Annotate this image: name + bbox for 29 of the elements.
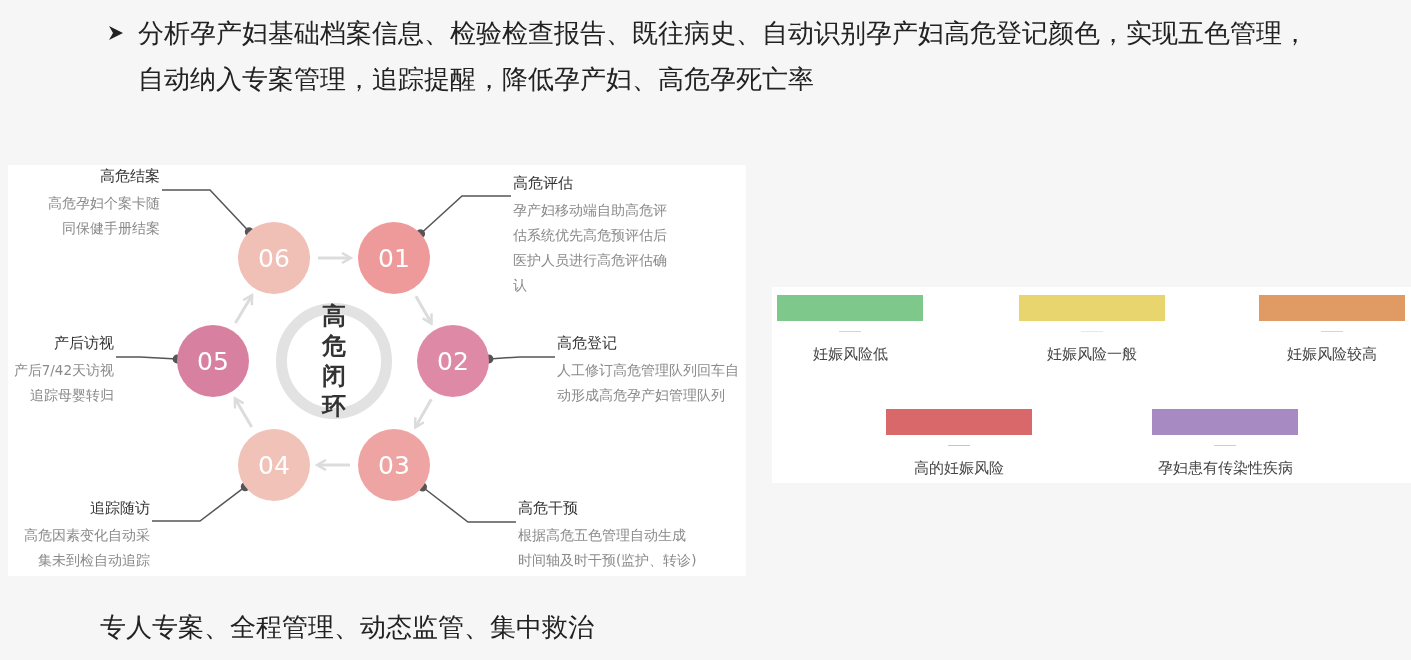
callout-heading: 高危结案 xyxy=(99,166,160,187)
bullet-text: 分析孕产妇基础档案信息、检验检查报告、既往病史、自动识别孕产妇高危登记颜色，实现五色管理，自动纳入专案管理，追踪提醒，降低孕产妇、高危孕死亡率 xyxy=(138,17,1309,96)
legend-label: 高的妊娠风险 xyxy=(913,458,1005,478)
callout-heading: 高危干预 xyxy=(518,498,579,519)
arrow xyxy=(234,293,254,324)
summary-text: 专人专案、全程管理、动态监管、集中救治 xyxy=(100,611,595,644)
callout-heading: 追踪随访 xyxy=(89,498,150,519)
legend-label: 妊娠风险一般 xyxy=(1046,344,1138,364)
callout-text: 孕产妇移动端自助高危评估系统优先高危预评估后医护人员进行高危评估确认 xyxy=(513,201,668,295)
callout-text: 人工修订高危管理队列回车自动形成高危孕产妇管理队列 xyxy=(557,361,740,405)
legend-label: 妊娠风险较高 xyxy=(1286,344,1378,364)
callout-text: 产后7/42天访视追踪母婴转归 xyxy=(12,361,114,405)
arrow xyxy=(318,251,353,265)
legend-label: 妊娠风险低 xyxy=(811,344,889,364)
callout-text: 根据高危五色管理自动生成时间轴及时干预(监护、转诊) xyxy=(518,526,698,570)
callout-text: 高危孕妇个案卡随同保健手册结案 xyxy=(47,194,160,238)
legend-label: 孕妇患有传染性疾病 xyxy=(1156,458,1294,478)
arrow xyxy=(413,398,433,429)
callout-heading: 产后访视 xyxy=(53,333,114,354)
leader-line xyxy=(161,189,254,237)
callout-heading: 高危评估 xyxy=(513,173,574,194)
arrow xyxy=(233,396,253,428)
callout-text: 高危因素变化自动采集未到检自动追踪 xyxy=(23,526,150,570)
leader-line xyxy=(151,482,250,522)
leader-line xyxy=(418,482,517,523)
arrow xyxy=(315,458,350,472)
arrow xyxy=(414,295,433,325)
callout-heading: 高危登记 xyxy=(557,333,618,354)
leader-line xyxy=(416,195,512,239)
